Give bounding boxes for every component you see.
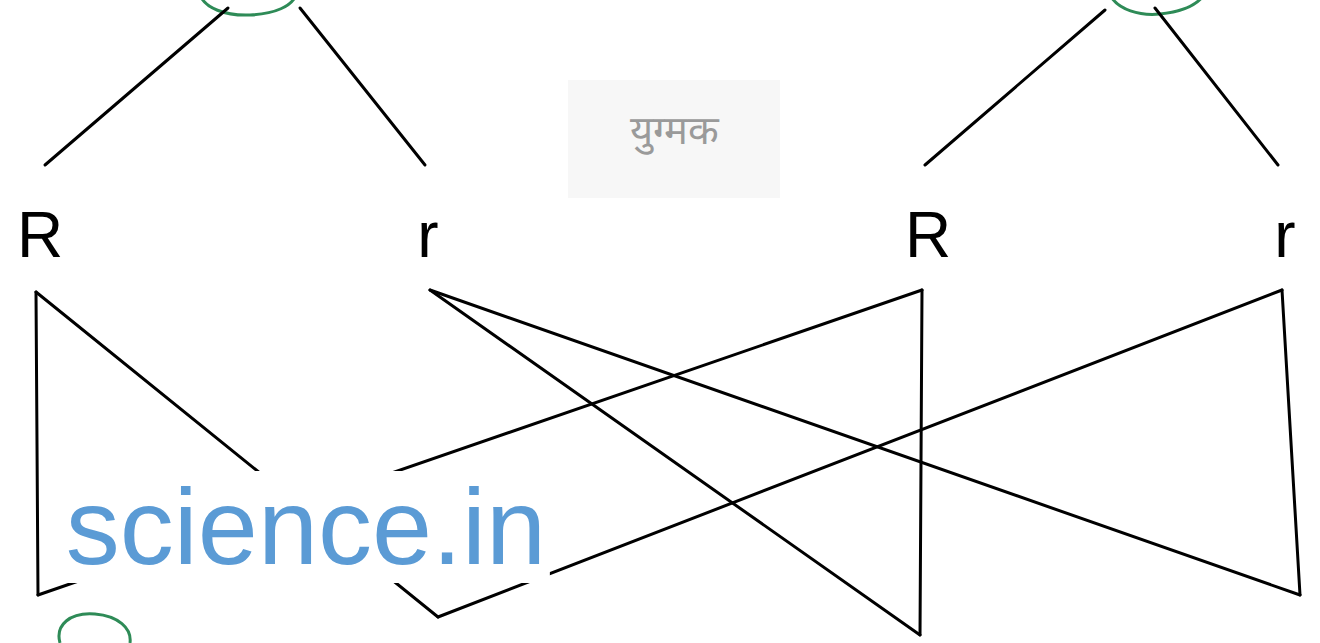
gamete-line: [925, 10, 1105, 165]
fusion-line: [1282, 290, 1300, 595]
allele-letter: r: [1270, 201, 1299, 269]
parent-circles: [59, 0, 1204, 643]
offspring-circle: [59, 614, 130, 643]
fusion-line: [430, 290, 920, 635]
fusion-line: [36, 292, 38, 595]
watermark: science.in: [62, 471, 550, 583]
fusion-line: [38, 290, 922, 595]
fusion-line: [430, 290, 1300, 595]
allele-letter: R: [901, 201, 955, 269]
parent-circle: [200, 0, 296, 15]
gamete-heading: युग्मक: [626, 108, 723, 152]
allele-letter: R: [13, 201, 67, 269]
fusion-line: [920, 290, 922, 635]
cross-lines: [36, 8, 1300, 635]
gamete-line: [300, 8, 425, 165]
allele-letter: r: [413, 201, 442, 269]
gamete-line: [1155, 8, 1278, 165]
fusion-line: [438, 290, 1282, 617]
gamete-line: [45, 8, 228, 165]
